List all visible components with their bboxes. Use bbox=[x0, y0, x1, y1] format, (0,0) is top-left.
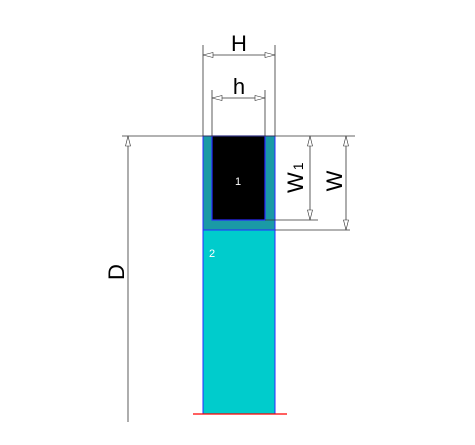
arrow-icon bbox=[125, 135, 131, 147]
dimension-W: W bbox=[275, 135, 350, 231]
arrow-icon bbox=[307, 209, 313, 221]
arrow-icon bbox=[202, 52, 214, 58]
arrow-icon bbox=[307, 135, 313, 147]
dimension-H: H bbox=[202, 31, 276, 136]
label-region-2: 2 bbox=[209, 248, 215, 260]
label-h: h bbox=[233, 74, 245, 99]
arrow-icon bbox=[343, 219, 349, 231]
label-region-1: 1 bbox=[235, 176, 241, 188]
label-W1: W1 bbox=[283, 162, 308, 193]
label-W: W bbox=[322, 170, 347, 191]
dimension-D: D bbox=[104, 135, 131, 422]
arrow-icon bbox=[254, 95, 266, 101]
arrow-icon bbox=[211, 95, 223, 101]
label-H: H bbox=[231, 31, 247, 56]
label-D: D bbox=[104, 264, 129, 280]
dimension-h: h bbox=[211, 74, 266, 136]
arrow-icon bbox=[343, 135, 349, 147]
arrow-icon bbox=[264, 52, 276, 58]
dimension-W1: W1 bbox=[265, 135, 318, 221]
